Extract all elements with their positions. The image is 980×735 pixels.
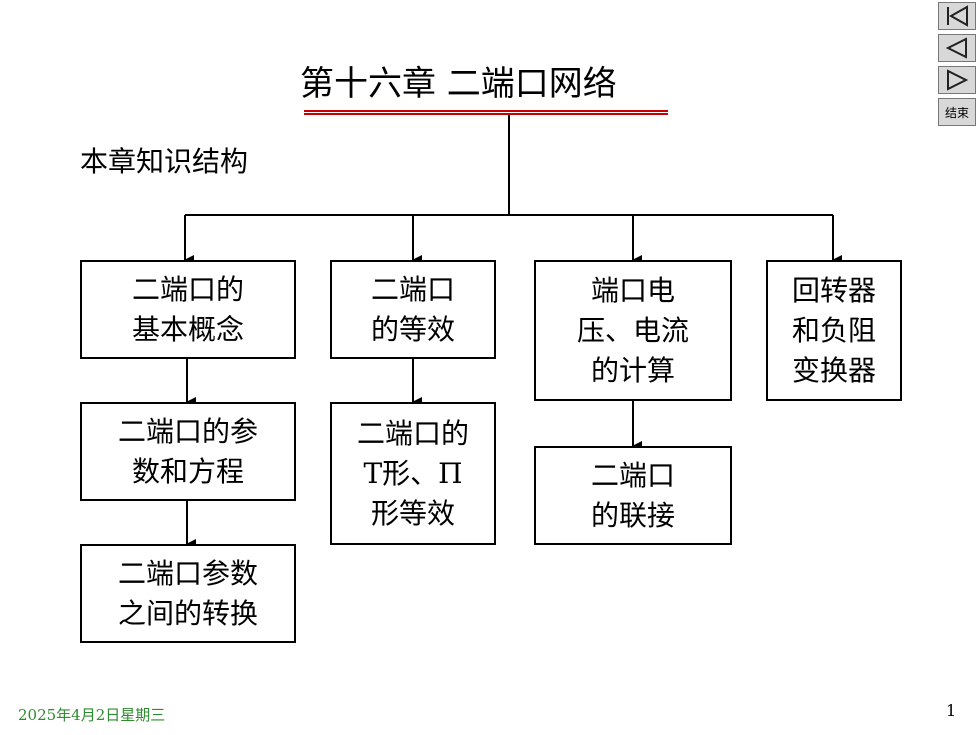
node-parameter-conversion: 二端口参数 之间的转换 [80, 544, 296, 643]
node-equivalence-label: 二端口 的等效 [370, 272, 455, 346]
node-voltage-current-calc-label: 端口电 压、电流 的计算 [576, 273, 689, 387]
next-slide-icon [947, 69, 969, 91]
title-underline [304, 110, 668, 115]
section-subtitle: 本章知识结构 [80, 145, 249, 178]
first-slide-icon [947, 5, 968, 27]
previous-slide-button[interactable] [938, 34, 976, 62]
node-parameters-equations: 二端口的参 数和方程 [80, 402, 296, 501]
previous-slide-icon [945, 37, 967, 59]
node-basic-concept-label: 二端口的 基本概念 [131, 272, 244, 346]
node-parameter-conversion-label: 二端口参数 之间的转换 [117, 556, 258, 630]
node-connection-label: 二端口 的联接 [590, 458, 675, 532]
node-gyrator-converter-label: 回转器 和负阻 变换器 [791, 273, 876, 387]
end-show-button[interactable]: 结束 [938, 98, 976, 126]
first-slide-button[interactable] [938, 2, 976, 30]
node-parameters-equations-label: 二端口的参 数和方程 [117, 414, 258, 488]
slide-title: 第十六章 二端口网络 [300, 64, 617, 104]
footer-date: 2025年4月2日星期三 [18, 706, 166, 724]
node-gyrator-converter: 回转器 和负阻 变换器 [766, 260, 902, 401]
next-slide-button[interactable] [938, 66, 976, 94]
page-number: 1 [946, 701, 957, 720]
node-t-pi-equivalence: 二端口的 T形、Π 形等效 [330, 402, 496, 545]
node-voltage-current-calc: 端口电 压、电流 的计算 [534, 260, 732, 401]
node-basic-concept: 二端口的 基本概念 [80, 260, 296, 359]
node-t-pi-equivalence-label: 二端口的 T形、Π 形等效 [356, 416, 469, 530]
node-equivalence: 二端口 的等效 [330, 260, 496, 359]
node-connection: 二端口 的联接 [534, 446, 732, 545]
